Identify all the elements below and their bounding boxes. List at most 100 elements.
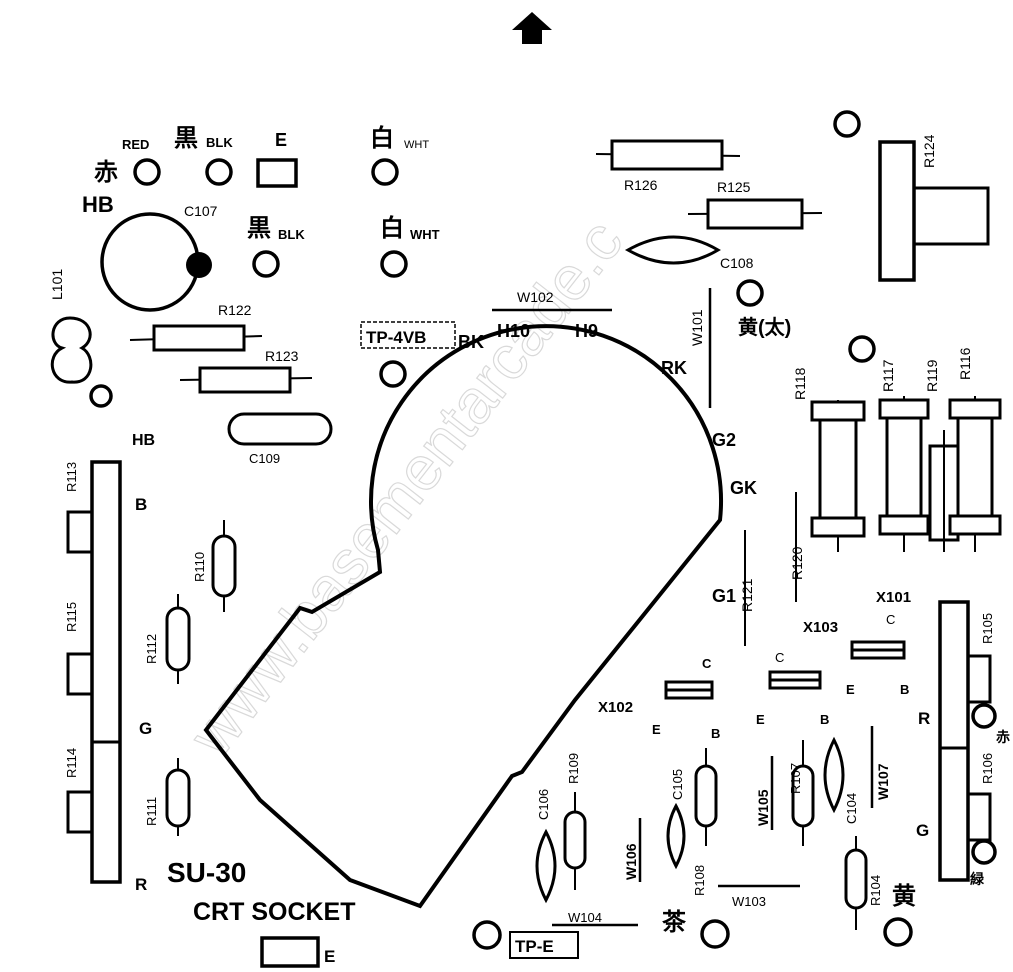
x102-label: X102 [598, 699, 633, 716]
r107-body [791, 764, 815, 828]
pad-white-2 [380, 250, 408, 278]
r114-label: R114 [64, 748, 79, 778]
w105-label: W105 [755, 789, 771, 826]
pad-red [133, 158, 161, 186]
pad-brown [700, 919, 730, 949]
up-arrow-icon [512, 12, 552, 44]
c104-label: C104 [844, 793, 859, 824]
heater-label-left: HB [132, 432, 155, 449]
r123-body [198, 366, 292, 394]
x102-c: C [702, 656, 712, 671]
r117-body [885, 414, 923, 530]
right-pot-strip [938, 600, 970, 882]
c107-pad [186, 252, 212, 278]
x103-mid-e: E [756, 712, 765, 727]
l101-outline [50, 316, 93, 384]
c107-label: C107 [184, 203, 218, 219]
right-label-r: R [918, 709, 930, 728]
pad-black [205, 158, 233, 186]
left-label-r: R [135, 875, 147, 894]
right-label-g: G [916, 821, 929, 840]
c108-label: C108 [720, 255, 754, 271]
pad-brown-kanji: 茶 [662, 909, 687, 936]
pin-g1: G1 [712, 586, 736, 606]
pad-yellow-bottom-kanji: 黄 [892, 883, 916, 910]
x103-mid-b: B [820, 712, 829, 727]
r123-label: R123 [265, 348, 299, 364]
w102-label: W102 [517, 289, 554, 305]
pad-e-top [256, 158, 298, 188]
pad-black2-kanji: 黒 [247, 215, 271, 242]
r111-body [165, 768, 191, 828]
tp-4vb-label: TP-4VB [366, 328, 426, 347]
pad-yellow-thick-label: 黄(太) [738, 315, 791, 339]
pad-black-kanji: 黒 [174, 125, 198, 152]
pad-right-mid [848, 335, 876, 363]
pad-bottom-left [472, 920, 502, 950]
r109-body [563, 810, 587, 870]
r108-label: R108 [692, 865, 707, 896]
r124-body [878, 140, 916, 282]
r122-body [152, 324, 246, 352]
r119-label: R119 [924, 359, 940, 392]
pad-right-g-kanji: 緑 [970, 871, 985, 887]
c106-body [535, 828, 557, 904]
r121-label: R121 [739, 578, 755, 612]
pad-white [371, 158, 399, 186]
board-name: SU-30 [167, 857, 246, 888]
pad-yellow-thick [736, 279, 764, 307]
pad-white2-en: WHT [410, 227, 440, 242]
left-pot-strip [90, 460, 122, 884]
tp-e-label: TP-E [515, 937, 554, 956]
x101-e: E [846, 682, 855, 697]
pad-black-2 [252, 250, 280, 278]
r111-label: R111 [144, 797, 159, 826]
pin-bk: BK [458, 332, 484, 352]
r118-body [818, 416, 858, 532]
pad-right-r-kanji: 赤 [996, 729, 1010, 745]
x103-mid-c: C [775, 650, 784, 665]
l101-label: L101 [49, 269, 65, 300]
pad-e-top-label: E [275, 130, 287, 150]
pad-red-en: RED [122, 137, 149, 152]
board-subtitle: CRT SOCKET [193, 898, 356, 926]
r108-body [694, 764, 718, 828]
r112-label: R112 [144, 634, 159, 664]
r125-label: R125 [717, 179, 751, 195]
pin-h9: H9 [575, 321, 598, 341]
pad-black2-en: BLK [278, 227, 305, 242]
watermark-text: www.basementarcade.c [176, 207, 636, 769]
c109-label: C109 [249, 451, 280, 466]
w104-label: W104 [568, 910, 602, 925]
r106-label: R106 [980, 753, 995, 784]
c109-body [227, 412, 333, 446]
c108-body [624, 235, 721, 265]
w103-label: W103 [732, 894, 766, 909]
c105-label: C105 [670, 769, 685, 800]
r125-body [706, 198, 804, 230]
heater-label-top: HB [82, 192, 114, 217]
pad-e-bottom [260, 936, 320, 968]
c104-body [823, 736, 845, 814]
pin-rk: RK [661, 358, 687, 378]
left-label-g: G [139, 719, 152, 738]
r107-label: R107 [788, 763, 803, 794]
r113-label: R113 [64, 462, 79, 492]
r110-body [211, 534, 237, 598]
c106-label: C106 [536, 789, 551, 820]
c107-outline [100, 212, 200, 312]
x101-label: X101 [876, 589, 911, 606]
w107-label: W107 [875, 763, 891, 800]
pad-e-bottom-label: E [324, 947, 335, 966]
pad-left [89, 384, 113, 408]
r104-body [844, 848, 868, 910]
pad-top-right [833, 110, 861, 138]
r124-label: R124 [921, 134, 937, 168]
tp-e-box [509, 931, 579, 959]
pad-tp-4vb [379, 360, 407, 388]
r110-label: R110 [192, 552, 207, 582]
pad-right-g [971, 839, 997, 865]
r116-label: R116 [957, 347, 973, 380]
